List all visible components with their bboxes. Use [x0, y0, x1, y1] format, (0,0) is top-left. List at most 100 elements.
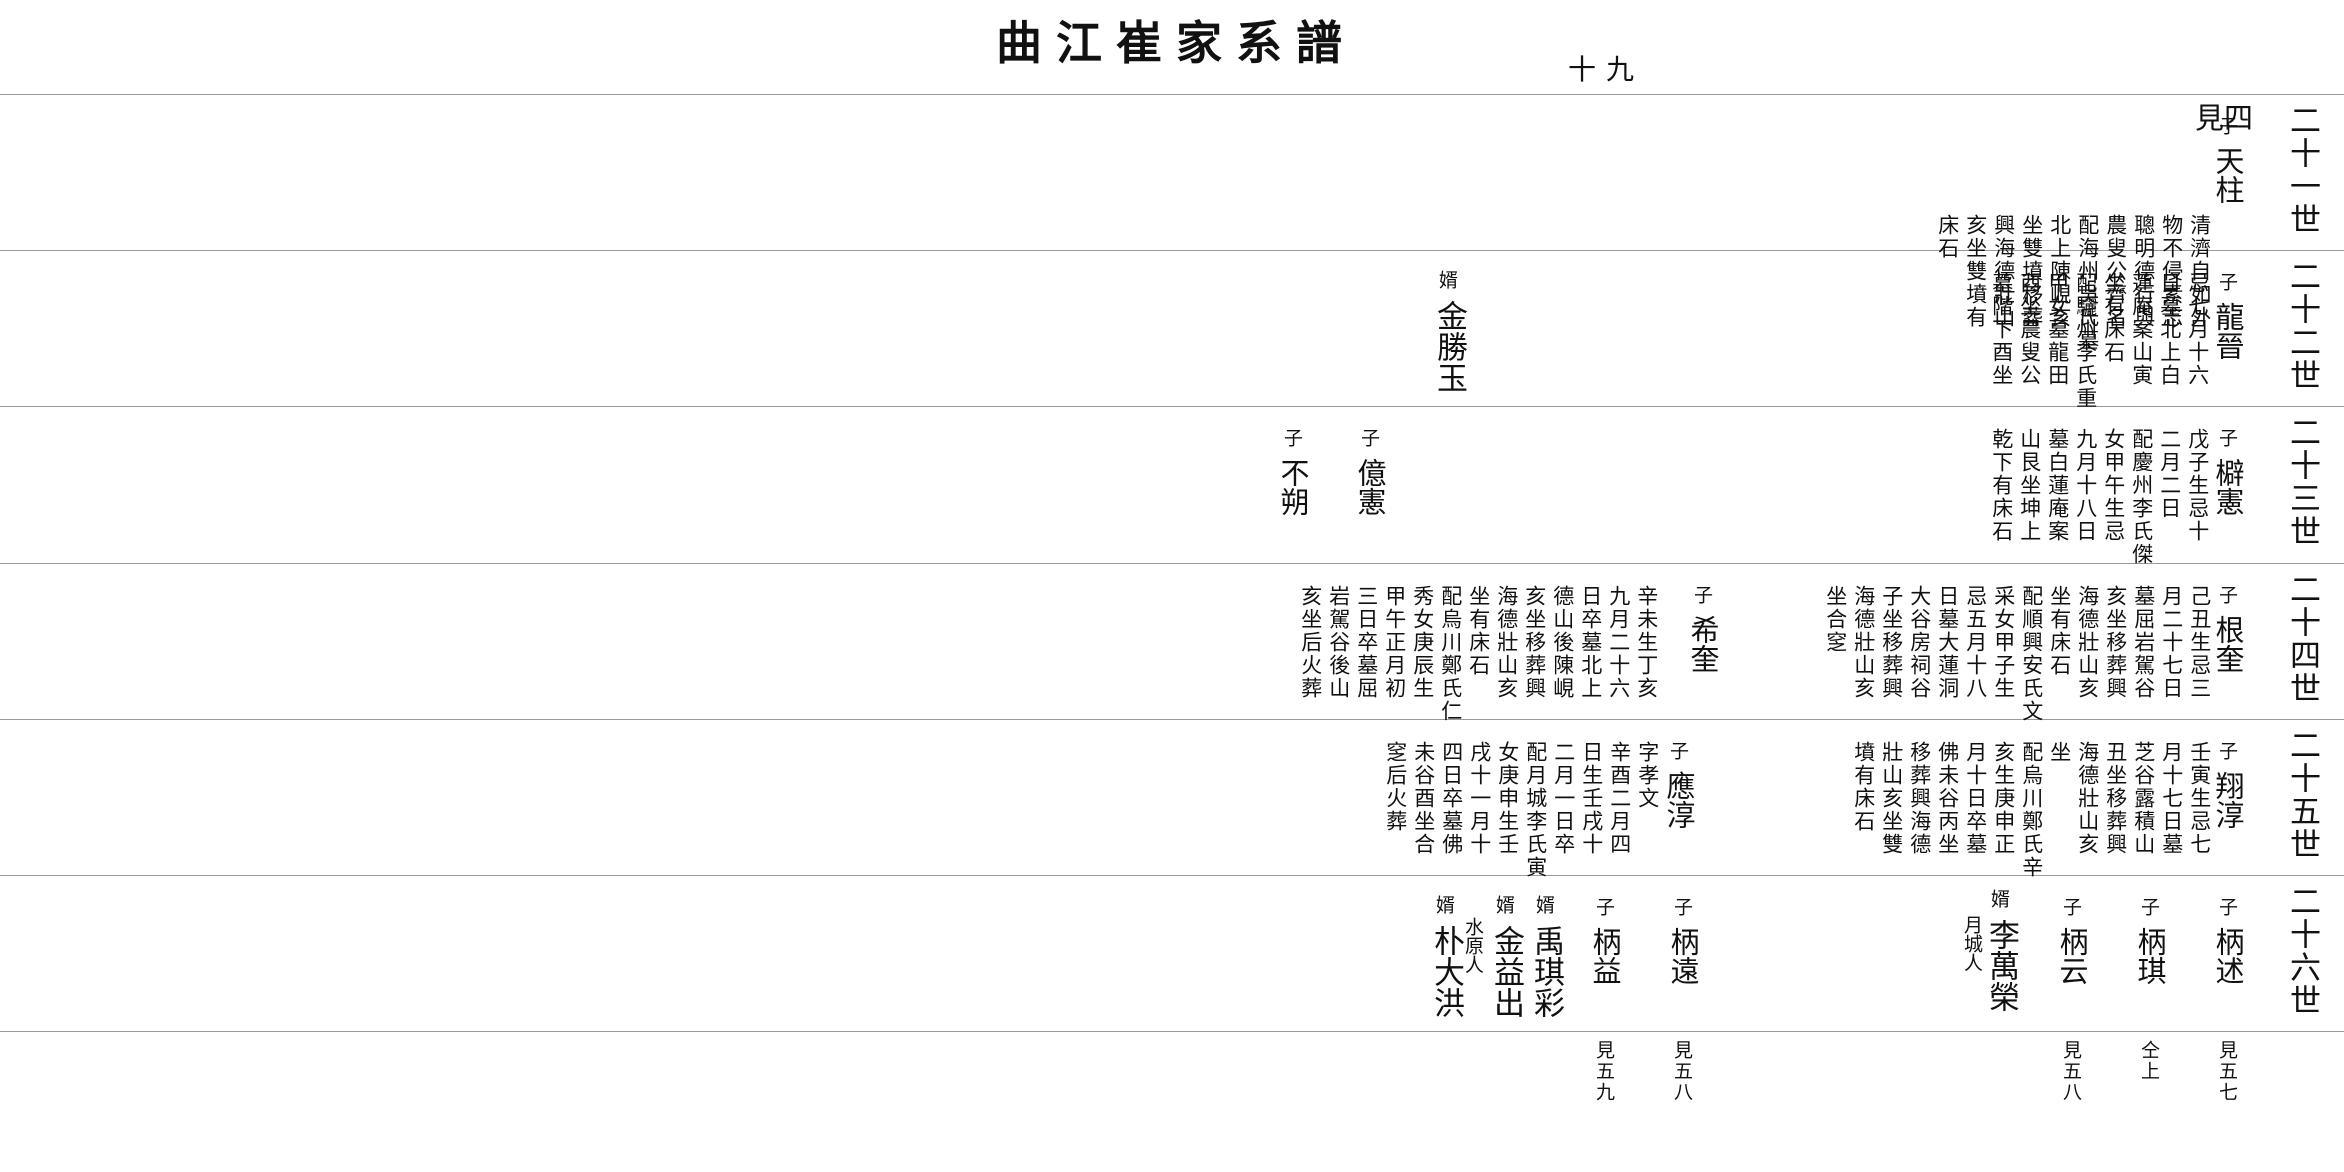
bio-line: 窆后火葬 [1383, 741, 1408, 833]
bio-line: 亥坐移葬興 [2103, 585, 2128, 700]
bio-line: 海德壯山亥 [2075, 585, 2100, 700]
row-divider [0, 875, 2344, 876]
son-tag: 子 [1671, 897, 1693, 916]
generation-label: 二十六世 [2284, 885, 2320, 1017]
bio-line: 海德壯山亥 [2075, 741, 2100, 856]
bio-line: 三日卒墓屈 [1354, 585, 1379, 700]
generation-label: 二十四世 [2284, 573, 2320, 705]
bio-line: 移葬興海德 [1907, 741, 1932, 856]
bio-line: 戊子生忌十 [2185, 428, 2210, 543]
bio-line: 坐有床石 [1466, 585, 1491, 677]
bio-line: 配月城李氏寅 [1523, 741, 1548, 879]
bio-line: 九月二十六 [1606, 585, 1631, 700]
bio-line: 墓白蓮庵案 [2045, 428, 2070, 543]
son-in-law-tag: 婿 [1988, 889, 2010, 908]
member-name: 金益出 [1488, 925, 1524, 1018]
row-divider [0, 563, 2344, 564]
member-name: 希奎 [1686, 615, 1720, 673]
son-in-law-tag: 婿 [1493, 895, 1515, 914]
generation-label: 二十五世 [2284, 729, 2320, 861]
bio-line: 亥坐后火葬 [1298, 585, 1323, 700]
generation-label: 二十三世 [2284, 416, 2320, 548]
bio-line: 九月十八日 [2073, 428, 2098, 543]
bio-line: 辛酉二月四 [1607, 741, 1632, 856]
bio-line: 忌五月十八 [1963, 585, 1988, 700]
bio-line: 亥坐移葬興 [1522, 585, 1547, 700]
see-reference: 見五九 [1593, 1040, 1615, 1103]
member-name: 柄琪 [2133, 927, 2167, 985]
son-tag: 子 [2216, 741, 2238, 760]
member-origin: 月城人 [1961, 915, 1983, 972]
member-name: 龍晉 [2211, 302, 2245, 360]
bio-line: 興海德壯山 [1991, 214, 2016, 329]
son-tag: 子 [2216, 585, 2238, 604]
bio-line: 壬寅生忌七 [2187, 741, 2212, 856]
bio-line: 二月二日 [2157, 428, 2182, 520]
bio-line: 月十日卒墓 [1963, 741, 1988, 856]
bio-line: 墓階下酉坐 [1989, 272, 2014, 387]
bio-line: 大谷房祠谷 [1907, 585, 1932, 700]
bio-line: 清濟自如外 [2187, 214, 2212, 329]
page-title: 曲江崔家系譜 [996, 16, 1356, 70]
bio-line: 墳有床石 [1851, 741, 1876, 833]
bio-line: 德山後陳峴 [1550, 585, 1575, 700]
bio-line: 配烏川鄭氏仁 [1438, 585, 1463, 723]
bio-line: 配慶州李氏傑 [2129, 428, 2154, 566]
son-in-law-tag: 婿 [1433, 895, 1455, 914]
bio-line: 未谷酉坐合 [1411, 741, 1436, 856]
cross-reference-note: 見四 [2195, 101, 2254, 135]
bio-line: 乾下有床石 [1989, 428, 2014, 543]
bio-line: 坐雙墳移葬 [2019, 214, 2044, 329]
bio-line: 日生壬戌十 [1579, 741, 1604, 856]
son-tag: 子 [1358, 428, 1380, 447]
bio-line: 墓屈岩駕谷 [2131, 585, 2156, 700]
bio-line: 秀女庚辰生 [1410, 585, 1435, 700]
member-name: 檘憲 [2211, 458, 2245, 516]
son-tag: 子 [2216, 272, 2238, 291]
row-divider [0, 719, 2344, 720]
bio-line: 坐 [2047, 741, 2072, 764]
bio-line: 己丑生忌三 [2187, 585, 2212, 700]
son-tag: 子 [1281, 428, 1303, 447]
bio-line: 亥坐雙墳有 [1963, 214, 1988, 329]
bio-line: 配驪州李氏重 [2073, 272, 2098, 410]
bio-line: 壯山亥坐雙 [1879, 741, 1904, 856]
son-tag: 子 [1593, 897, 1615, 916]
bio-line: 采女甲子生 [1991, 585, 2016, 700]
member-name: 根奎 [2211, 615, 2245, 673]
bio-line: 海德壯山亥 [1494, 585, 1519, 700]
member-origin: 水原人 [1462, 917, 1484, 974]
member-name: 翔淳 [2211, 771, 2245, 829]
bio-line: 佛未谷丙坐 [1935, 741, 1960, 856]
member-name: 應淳 [1662, 771, 1696, 829]
bio-line: 女庚申生壬 [1495, 741, 1520, 856]
bio-line: 忌七月十六 [2185, 272, 2210, 387]
bio-line: 戌十一月十 [1467, 741, 1492, 856]
page-number: 十九 [1568, 53, 1645, 86]
bio-line: 日墓北上白 [2157, 272, 2182, 387]
bio-line: 岩駕谷後山 [1326, 585, 1351, 700]
bio-line: 甲午正月初 [1382, 585, 1407, 700]
bio-line: 月二十七日 [2159, 585, 2184, 700]
see-reference: 見五八 [2060, 1040, 2082, 1103]
son-tag: 子 [2216, 897, 2238, 916]
member-name: 朴大洪 [1428, 925, 1464, 1018]
bio-line: 甲女墓龍田 [2045, 272, 2070, 387]
son-tag: 子 [1667, 741, 1689, 760]
row-divider [0, 406, 2344, 407]
son-tag: 子 [2216, 116, 2238, 135]
member-name: 柄述 [2211, 927, 2245, 985]
bio-line: 芝谷露積山 [2131, 741, 2156, 856]
member-name: 李萬榮 [1983, 919, 2019, 1012]
row-divider [0, 1031, 2344, 1032]
bio-line: 字孝文 [1635, 741, 1660, 810]
son-in-law-tag: 婿 [1436, 270, 1458, 289]
bio-line: 日墓大蓮洞 [1935, 585, 1960, 700]
bio-line: 子坐移葬興 [1879, 585, 1904, 700]
member-name: 金勝玉 [1431, 300, 1467, 393]
bio-line: 山艮坐坤上 [2017, 428, 2042, 543]
bio-line: 丑坐移葬興 [2103, 741, 2128, 856]
member-name: 柄遠 [1666, 927, 1700, 985]
son-tag: 子 [1691, 585, 1713, 604]
member-name: 柄益 [1588, 927, 1622, 985]
